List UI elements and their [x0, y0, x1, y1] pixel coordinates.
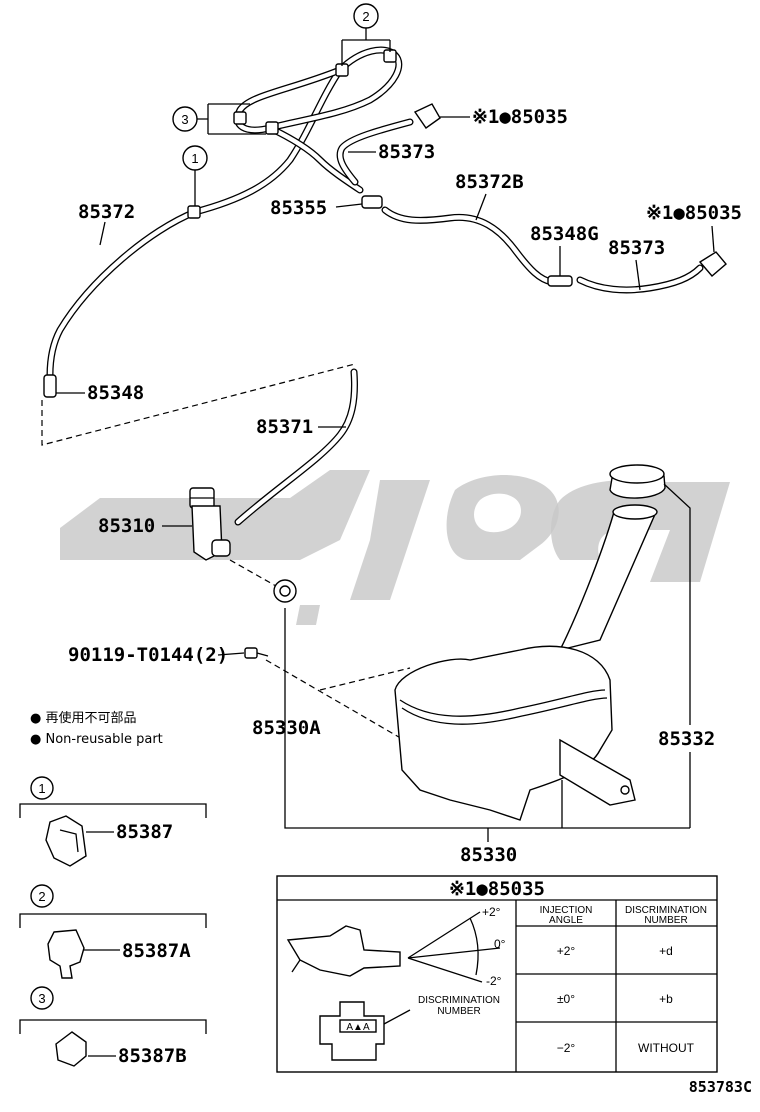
clamp-detail-3: 3 85387B: [19, 986, 207, 1067]
label-85035-top: ※1●85035: [472, 106, 568, 128]
angle-zero-label: 0°: [494, 937, 506, 951]
label-85348: 85348: [87, 382, 144, 404]
svg-text:3: 3: [38, 991, 45, 1006]
svg-text:1: 1: [38, 781, 45, 796]
inset-title: ※1●85035: [449, 878, 545, 900]
label-85387B: 85387B: [118, 1045, 187, 1067]
col-header-injection: INJECTION: [540, 905, 593, 916]
nozzle-85035-right: [698, 251, 727, 277]
table-row-1-angle: +2°: [557, 944, 576, 958]
table-row-1-code: +d: [659, 944, 673, 958]
nozzle-inset-box: ※1●85035 +2° 0° -2° A▲A DISCRIMINATION N…: [276, 875, 718, 1073]
label-85373-right: 85373: [608, 237, 665, 259]
col-header-number: NUMBER: [644, 915, 687, 926]
label-85387A: 85387A: [122, 940, 191, 962]
bolt-90119: [244, 647, 405, 741]
label-85330: 85330: [460, 844, 517, 866]
col-header-angle: ANGLE: [549, 915, 583, 926]
angle-minus-label: -2°: [486, 974, 502, 988]
disc-mark-icon: A▲A: [346, 1022, 370, 1033]
label-85371: 85371: [256, 416, 313, 438]
label-85035-right: ※1●85035: [646, 202, 742, 224]
table-row-2-code: +b: [659, 992, 673, 1006]
label-85310: 85310: [98, 515, 155, 537]
washer-tank-85330: [319, 464, 666, 821]
hose-assembly-upper: [41, 46, 727, 446]
label-85387: 85387: [116, 821, 173, 843]
joint-85348: [43, 374, 57, 398]
label-85355: 85355: [270, 197, 327, 219]
label-85373-top: 85373: [378, 141, 435, 163]
label-85372: 85372: [78, 201, 135, 223]
label-85348G: 85348G: [530, 223, 599, 245]
legend-english: ● Non-reusable part: [30, 732, 163, 747]
joint-85348G: [547, 275, 573, 287]
legend-japanese: ● 再使用不可部品: [30, 710, 136, 726]
svg-text:3: 3: [181, 112, 188, 127]
svg-text:2: 2: [38, 889, 45, 904]
clamp-detail-2: 2 85387A: [19, 884, 207, 979]
label-90119: 90119-T0144(2): [68, 644, 228, 666]
callout-2: 2: [341, 3, 391, 66]
angle-plus-label: +2°: [482, 905, 501, 919]
table-row-3-angle: −2°: [557, 1041, 576, 1055]
svg-text:1: 1: [191, 151, 198, 166]
disc-label-line1: DISCRIMINATION: [418, 995, 500, 1006]
table-row-2-angle: ±0°: [557, 992, 575, 1006]
label-85332: 85332: [658, 728, 715, 750]
watermark-logo: [60, 470, 730, 625]
check-valve-85355: [361, 195, 383, 209]
washer-pump-85310: [189, 368, 358, 561]
nozzle-85035-top: [413, 103, 441, 129]
label-85330A: 85330A: [252, 717, 321, 739]
disc-label-line2: NUMBER: [437, 1006, 480, 1017]
table-row-3-code: WITHOUT: [638, 1041, 695, 1055]
col-header-discrimination: DISCRIMINATION: [625, 905, 707, 916]
callout-1: 1: [182, 145, 208, 206]
callout-3: 3: [172, 103, 266, 135]
clamp-detail-1: 1 85387: [19, 776, 207, 867]
svg-text:2: 2: [362, 9, 369, 24]
figure-code: 853783C: [689, 1078, 752, 1096]
label-85372B: 85372B: [455, 171, 524, 193]
